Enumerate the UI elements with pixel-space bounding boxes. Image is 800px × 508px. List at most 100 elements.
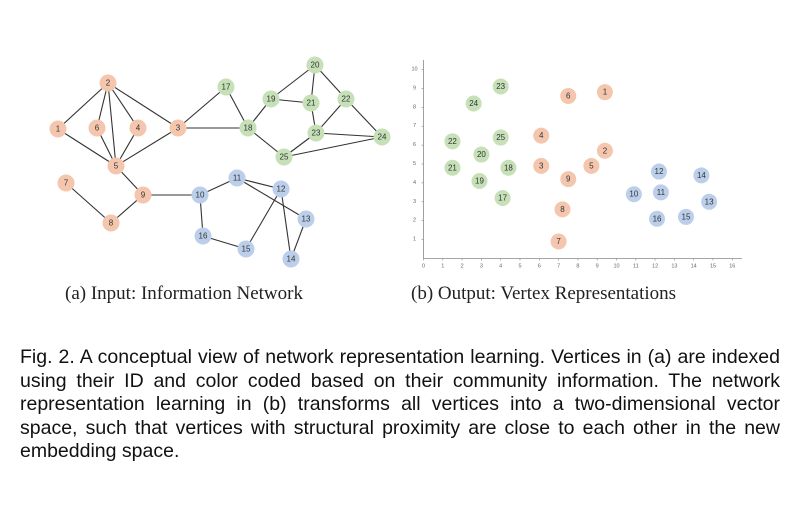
embedding-point: 2 — [596, 142, 613, 159]
point-label: 17 — [498, 194, 507, 203]
embedding-point: 3 — [533, 157, 550, 174]
node-circle — [272, 180, 290, 198]
node-label: 19 — [267, 95, 276, 104]
y-tick-label: 7 — [413, 123, 416, 129]
node-circle — [337, 90, 355, 108]
network-node: 24 — [373, 128, 391, 146]
point-label: 13 — [705, 197, 714, 206]
embedding-point: 7 — [550, 233, 567, 250]
y-tick-label: 10 — [411, 67, 417, 73]
y-tick-label: 2 — [413, 218, 416, 224]
point-label: 2 — [603, 146, 608, 155]
network-node: 12 — [272, 180, 290, 198]
node-label: 18 — [244, 124, 253, 133]
x-tick-label: 1 — [441, 264, 444, 270]
network-node: 20 — [306, 56, 324, 74]
node-label: 9 — [141, 191, 146, 200]
network-edge — [65, 182, 112, 224]
network-edge — [115, 127, 179, 167]
point-label: 8 — [560, 205, 565, 214]
node-circle — [282, 250, 300, 268]
x-tick-label: 6 — [538, 264, 541, 270]
point-circle — [492, 78, 509, 95]
point-label: 23 — [496, 82, 505, 91]
point-label: 24 — [469, 99, 478, 108]
network-node: 5 — [107, 157, 125, 175]
point-label: 25 — [496, 133, 505, 142]
node-label: 14 — [287, 255, 296, 264]
point-circle — [693, 167, 710, 184]
point-circle — [444, 159, 461, 176]
embedding-point: 15 — [677, 208, 694, 225]
point-circle — [550, 233, 567, 250]
x-tick-label: 13 — [671, 264, 677, 270]
x-tick-label: 5 — [518, 264, 521, 270]
point-label: 15 — [682, 212, 691, 221]
node-circle — [49, 120, 67, 138]
node-circle — [237, 240, 255, 258]
point-circle — [677, 208, 694, 225]
node-circle — [228, 169, 246, 187]
point-label: 3 — [539, 161, 544, 170]
x-tick-label: 7 — [557, 264, 560, 270]
point-circle — [471, 173, 488, 190]
network-node: 9 — [134, 186, 152, 204]
node-circle — [194, 227, 212, 245]
x-tick-label: 14 — [691, 264, 697, 270]
embedding-point: 5 — [583, 157, 600, 174]
node-label: 8 — [109, 219, 114, 228]
embedding-point: 13 — [701, 193, 718, 210]
node-label: 13 — [302, 215, 311, 224]
network-node: 1 — [49, 120, 67, 138]
y-tick-label: 8 — [413, 104, 416, 110]
node-circle — [134, 186, 152, 204]
embedding-point: 17 — [494, 190, 511, 207]
point-circle — [533, 127, 550, 144]
point-label: 22 — [448, 137, 457, 146]
embedding-point: 16 — [649, 210, 666, 227]
point-label: 12 — [655, 167, 664, 176]
embedding-point: 11 — [652, 184, 669, 201]
embedding-point: 10 — [625, 186, 642, 203]
network-edge — [283, 136, 383, 158]
node-label: 11 — [233, 174, 242, 183]
node-label: 5 — [114, 162, 119, 171]
point-circle — [649, 210, 666, 227]
x-tick-label: 9 — [596, 264, 599, 270]
network-edge — [57, 82, 109, 130]
embedding-point: 21 — [444, 159, 461, 176]
x-tick-label: 11 — [633, 264, 639, 270]
embedding-point: 22 — [444, 133, 461, 150]
point-label: 9 — [566, 175, 571, 184]
node-label: 20 — [311, 61, 320, 70]
node-circle — [275, 148, 293, 166]
network-node: 11 — [228, 169, 246, 187]
node-circle — [129, 119, 147, 137]
network-node: 23 — [307, 124, 325, 142]
network-edge — [107, 82, 139, 129]
network-edge — [107, 82, 117, 167]
network-node: 6 — [88, 119, 106, 137]
embedding-point: 23 — [492, 78, 509, 95]
point-circle — [533, 157, 550, 174]
network-node: 7 — [57, 174, 75, 192]
node-label: 25 — [280, 153, 289, 162]
figure-caption: Fig. 2. A conceptual view of network rep… — [20, 346, 780, 462]
node-circle — [373, 128, 391, 146]
point-label: 1 — [603, 88, 608, 97]
x-tick-label: 8 — [576, 264, 579, 270]
point-circle — [500, 159, 517, 176]
point-circle — [465, 95, 482, 112]
point-circle — [473, 146, 490, 163]
node-label: 3 — [176, 124, 181, 133]
embedding-point: 12 — [650, 163, 667, 180]
node-label: 2 — [106, 79, 111, 88]
x-tick-label: 12 — [652, 264, 658, 270]
node-label: 23 — [312, 129, 321, 138]
node-circle — [57, 174, 75, 192]
network-edge — [245, 188, 282, 250]
embedding-point: 20 — [473, 146, 490, 163]
network-edge — [270, 64, 316, 100]
